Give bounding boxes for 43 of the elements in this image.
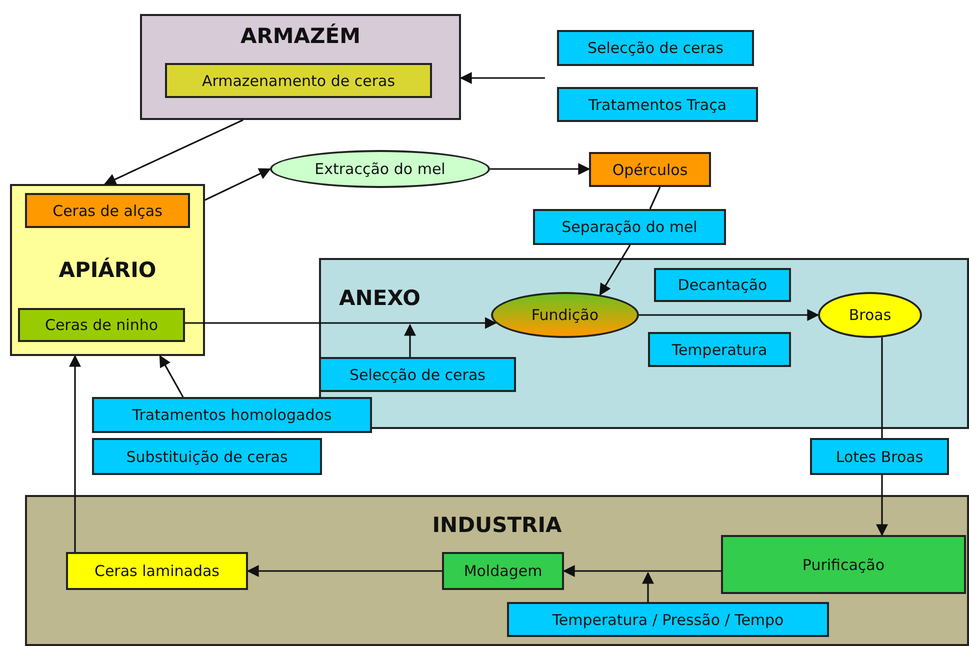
arrow bbox=[159, 354, 184, 398]
connector-line bbox=[881, 337, 883, 438]
process-ellipse: Fundição bbox=[491, 292, 639, 338]
process-box: Opérculos bbox=[589, 152, 711, 187]
process-box: Ceras de ninho bbox=[18, 308, 185, 342]
arrow bbox=[185, 317, 497, 329]
process-ellipse: Broas bbox=[818, 292, 922, 338]
arrow bbox=[562, 565, 721, 577]
process-box: Tratamentos Traça bbox=[557, 87, 758, 122]
area-panel bbox=[25, 495, 969, 646]
arrow bbox=[246, 565, 442, 577]
area-title: ARMAZÉM bbox=[239, 24, 362, 48]
arrow bbox=[876, 475, 888, 536]
arrow bbox=[104, 119, 244, 185]
process-box: Temperatura bbox=[648, 332, 791, 367]
process-box: Temperatura / Pressão / Tempo bbox=[507, 602, 829, 637]
arrow bbox=[460, 72, 545, 84]
process-box: Tratamentos homologados bbox=[92, 397, 372, 433]
process-box: Lotes Broas bbox=[810, 438, 949, 475]
process-box: Moldagem bbox=[442, 552, 564, 590]
process-box: Ceras de alças bbox=[25, 193, 190, 228]
arrow bbox=[490, 163, 590, 175]
process-box: Decantação bbox=[654, 268, 791, 302]
area-panel bbox=[10, 184, 205, 356]
process-box: Selecção de ceras bbox=[557, 30, 754, 66]
process-box: Substituição de ceras bbox=[92, 438, 322, 475]
process-ellipse: Extracção do mel bbox=[270, 150, 490, 188]
area-title: ANEXO bbox=[339, 286, 420, 310]
arrow bbox=[642, 572, 654, 602]
process-box: Selecção de ceras bbox=[319, 357, 516, 392]
area-title: APIÁRIO bbox=[58, 258, 158, 282]
process-box: Separação do mel bbox=[533, 209, 726, 245]
area-panel bbox=[140, 14, 461, 120]
arrow bbox=[69, 354, 81, 552]
arrow bbox=[204, 168, 272, 201]
process-box: Armazenamento de ceras bbox=[165, 63, 432, 98]
arrow bbox=[599, 244, 631, 296]
area-title: INDUSTRIA bbox=[431, 513, 563, 537]
process-box: Purificação bbox=[721, 535, 966, 594]
process-box: Ceras laminadas bbox=[66, 552, 248, 590]
arrow bbox=[404, 324, 416, 357]
arrow bbox=[639, 309, 820, 321]
connector-line bbox=[649, 186, 661, 210]
